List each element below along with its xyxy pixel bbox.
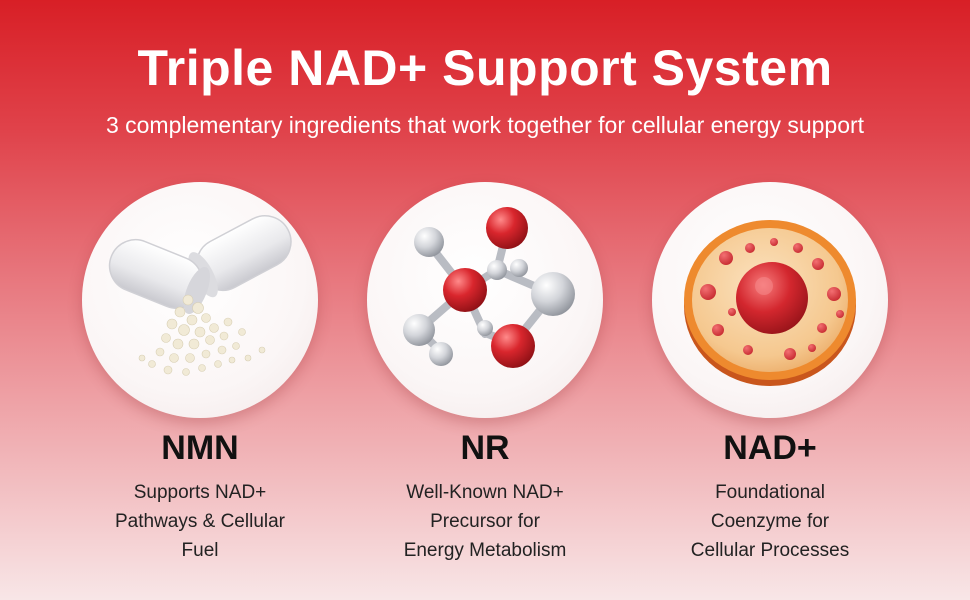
description-line: Fuel [181,540,219,561]
ingredient-card-nr: NR Well-Known NAD+ Precursor for Energy … [335,174,635,574]
molecule-icon [403,207,575,368]
description-line: Supports NAD+ [133,482,267,503]
description-line: Precursor for [430,511,540,532]
ingredient-description: Well-Known NAD+ Precursor for Energy Met… [335,478,635,565]
description-line: Coenzyme for [710,511,830,532]
capsule-icon [108,215,292,376]
ingredient-card-nad: NAD+ Foundational Coenzyme for Cellular … [620,174,920,574]
ingredient-name: NMN [161,429,239,467]
cell-icon [684,220,856,386]
ingredient-image-circle [652,182,888,418]
ingredient-name: NAD+ [723,429,817,467]
ingredient-image-circle [367,182,603,418]
ingredient-card-nmn: NMN Supports NAD+ Pathways & Cellular Fu… [50,174,350,574]
description-line: Pathways & Cellular [114,511,286,532]
description-line: Energy Metabolism [403,540,567,561]
page-title: Triple NAD+ Support System [137,40,833,96]
description-line: Well-Known NAD+ [406,482,564,503]
description-line: Cellular Processes [690,540,850,561]
page-subtitle: 3 complementary ingredients that work to… [105,112,865,138]
ingredient-image-circle [82,182,318,418]
ingredient-name: NR [460,429,510,467]
description-line: Foundational [715,482,825,503]
ingredient-description: Supports NAD+ Pathways & Cellular Fuel [50,478,350,565]
ingredient-description: Foundational Coenzyme for Cellular Proce… [620,478,920,565]
